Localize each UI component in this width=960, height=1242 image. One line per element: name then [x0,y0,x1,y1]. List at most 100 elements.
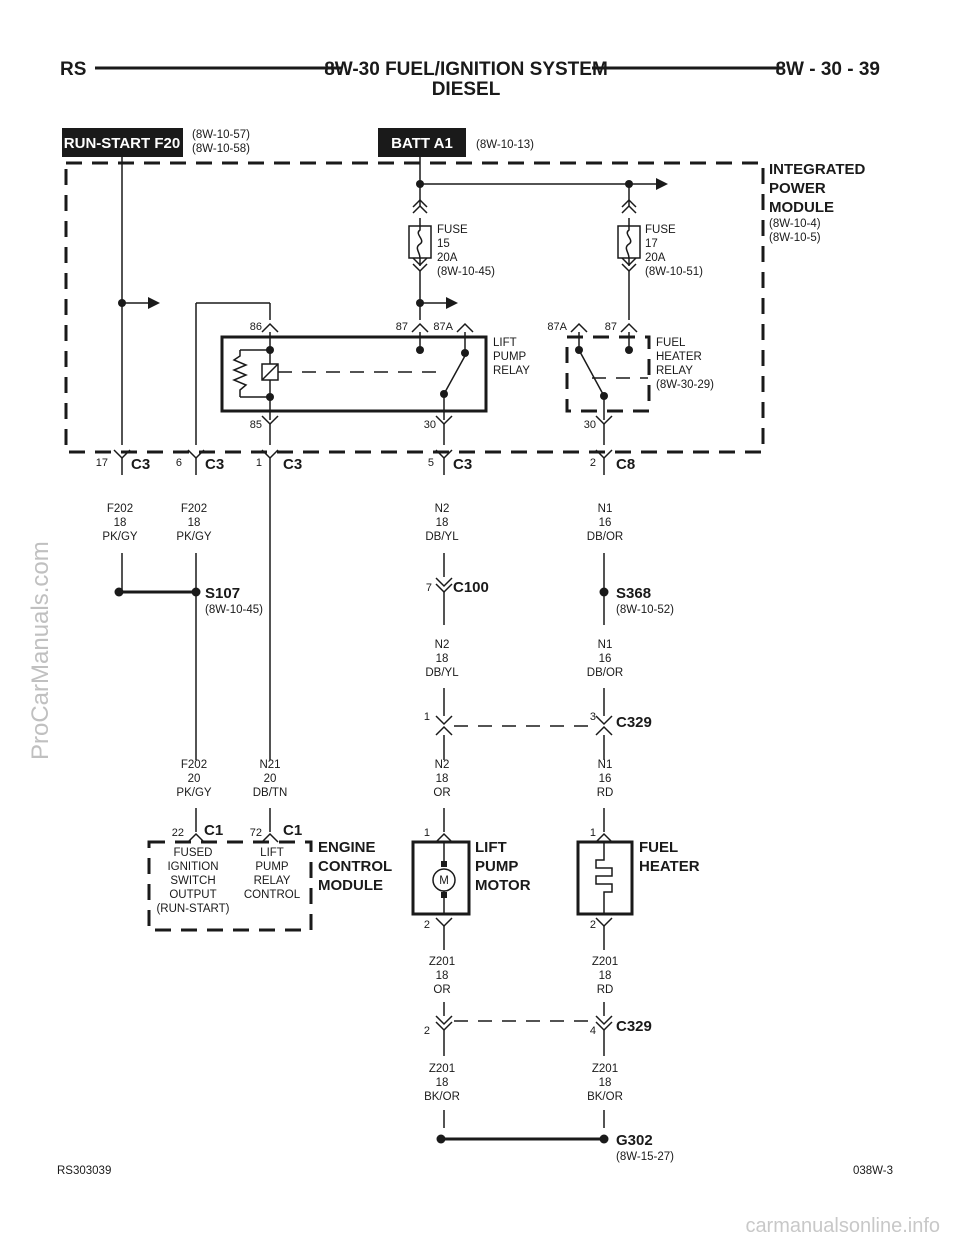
mid-wiring: S107 (8W-10-45) 7 C100 S368 (8W-10-52) [114,475,674,760]
wire-n21-gauge: 20 [264,773,277,785]
motor-pin-1: 1 [424,827,430,839]
wire-z201d-code: Z201 [592,1063,618,1075]
ecm-out-l1: FUSED [174,847,213,859]
header-subtitle: DIESEL [432,79,501,100]
wire-n2b-gauge: 18 [436,653,449,665]
wire-f202a-code: F202 [107,503,133,515]
wire-n2a-gauge: 18 [436,517,449,529]
watermark-bottom: carmanualsonline.info [745,1215,940,1237]
wire-n1a-gauge: 16 [599,517,612,529]
wire-n1b-code: N1 [598,639,613,651]
wire-n1b-gauge: 16 [599,653,612,665]
c100-pin-7: 7 [426,582,432,594]
watermark-side: ProCarManuals.com [27,541,54,760]
fuse17-l3: 20A [645,252,666,264]
c1-pin-22: 22 [172,827,184,839]
wire-z201b-code: Z201 [592,956,618,968]
c3-pin-17: 17 [96,457,108,469]
lift-relay-pin-85: 85 [250,419,262,431]
page-footer: RS303039 038W-3 [57,1165,893,1177]
wire-n21-code: N21 [259,759,280,771]
ecm-ctl-l2: PUMP [255,861,289,873]
wire-n2c-color: OR [433,787,450,799]
wire-f202c-color: PK/GY [176,787,211,799]
ipm-internal-wires [195,303,605,445]
wire-z201d-color: BK/OR [587,1091,623,1103]
footer-right: 038W-3 [853,1165,893,1177]
wire-f202b-color: PK/GY [176,531,211,543]
motor-title-3: MOTOR [475,877,531,894]
wire-z201a-gauge: 18 [436,970,449,982]
c329-pin-2: 2 [424,1025,430,1037]
wire-f202b-gauge: 18 [188,517,201,529]
wire-n1a-code: N1 [598,503,613,515]
wire-z201c-color: BK/OR [424,1091,460,1103]
splice-s368: S368 [616,585,651,602]
ipm-ref-1: (8W-10-4) [769,218,821,230]
source-batt: BATT A1 (8W-10-13) [378,128,534,157]
run-start-feed [118,157,160,445]
ecm-out-l3: SWITCH [170,875,215,887]
wire-z201c-code: Z201 [429,1063,455,1075]
fuse15-l1: FUSE [437,224,468,236]
wire-n2a-code: N2 [435,503,450,515]
wire-n2c-gauge: 18 [436,773,449,785]
source-run-start: RUN-START F20 (8W-10-57) (8W-10-58) [62,128,250,157]
ipm-title-2: POWER [769,180,826,197]
batt-ref: (8W-10-13) [476,139,534,151]
engine-control-module: 22 C1 72 C1 FUSED IGNITION SWITCH OUTPUT… [147,808,392,932]
wire-z201a-color: OR [433,984,450,996]
fuse-17: FUSE 17 20A (8W-10-51) [617,198,703,320]
c100-label: C100 [453,579,489,596]
wire-z201a-code: Z201 [429,956,455,968]
wire-labels-row-3: F202 20 PK/GY N21 20 DB/TN N2 18 OR N1 1… [176,759,613,799]
c1-label-72: C1 [283,822,302,839]
wire-f202c-code: F202 [181,759,207,771]
wire-z201b-gauge: 18 [599,970,612,982]
c3-label-6: C3 [205,456,224,473]
ecm-out-l2: IGNITION [167,861,218,873]
motor-title-2: PUMP [475,858,518,875]
c3-pin-1: 1 [256,457,262,469]
motor-symbol: M [439,875,449,887]
ground-g302: G302 (8W-15-27) [436,1110,674,1163]
wire-n2a-color: DB/YL [425,531,459,543]
fuel-relay-pin-30: 30 [584,419,596,431]
c3-label-1: C3 [283,456,302,473]
fuel-relay-label-4: (8W-30-29) [656,379,714,391]
ipm-title-3: MODULE [769,199,834,216]
fuse15-l2: 15 [437,238,450,250]
lift-relay-pin-30: 30 [424,419,436,431]
wire-n2c-code: N2 [435,759,450,771]
ipm-ref-2: (8W-10-5) [769,232,821,244]
splice-s368-ref: (8W-10-52) [616,604,674,616]
c329-pin-3: 3 [590,711,596,723]
fuse17-l1: FUSE [645,224,676,236]
c3-label-17: C3 [131,456,150,473]
header-left: RS [60,59,86,80]
ecm-ctl-l1: LIFT [260,847,284,859]
wire-z201d-gauge: 18 [599,1077,612,1089]
fuse15-l3: 20A [437,252,458,264]
fuel-heater-relay: 87A 87 30 FUEL HEATER RELAY (8W-30-29) [547,321,714,431]
wire-z201b-color: RD [597,984,614,996]
header-page-number: 8W - 30 - 39 [775,59,880,80]
ecm-title-3: MODULE [318,877,383,894]
lift-pump-motor: 1 M 2 LIFT PUMP MOTOR [411,808,531,931]
fuel-relay-label-3: RELAY [656,365,693,377]
c329-lower: 2 4 C329 [424,1002,652,1056]
batt-label: BATT A1 [391,135,453,152]
motor-title-1: LIFT [475,839,507,856]
fuse-15: FUSE 15 20A (8W-10-45) [408,198,495,306]
c1-pin-72: 72 [250,827,262,839]
c3-pin-6: 6 [176,457,182,469]
c3-label-5: C3 [453,456,472,473]
wire-n21-color: DB/TN [253,787,288,799]
heater-pin-1: 1 [590,827,596,839]
fuse17-l4: (8W-10-51) [645,266,703,278]
wire-f202c-gauge: 20 [188,773,201,785]
lift-relay-label-2: PUMP [493,351,527,363]
wire-labels-row-1: F202 18 PK/GY F202 18 PK/GY N2 18 DB/YL … [102,503,623,543]
ground-g302-ref: (8W-15-27) [616,1151,674,1163]
